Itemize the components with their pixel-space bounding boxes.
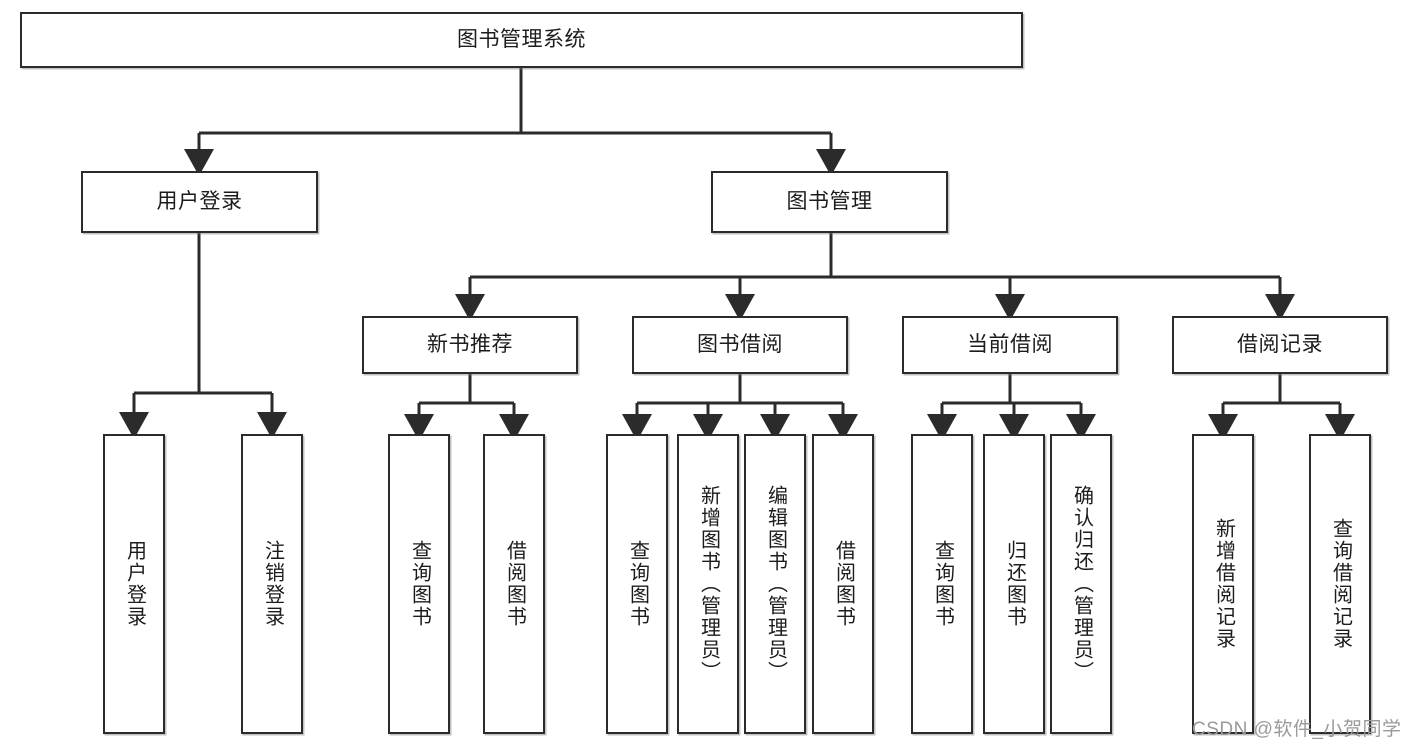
node-leaf-query-book-borrow-label: 查询图书 bbox=[626, 540, 649, 628]
node-leaf-return-book-label: 归还图书 bbox=[1003, 540, 1026, 628]
node-leaf-add-book-label: 新增图书（管理员） bbox=[697, 485, 720, 683]
node-borrow-record-label: 借阅记录 bbox=[1237, 332, 1323, 356]
node-leaf-user-logout-label: 注销登录 bbox=[261, 540, 284, 628]
node-user-login[interactable]: 用户登录 bbox=[81, 171, 318, 233]
node-leaf-query-record[interactable]: 查询借阅记录 bbox=[1309, 434, 1371, 734]
node-current-borrow-label: 当前借阅 bbox=[967, 332, 1053, 356]
node-user-login-label: 用户登录 bbox=[156, 189, 243, 213]
node-book-manage-label: 图书管理 bbox=[786, 189, 873, 213]
node-leaf-edit-book-label: 编辑图书（管理员） bbox=[764, 485, 787, 683]
node-leaf-return-book[interactable]: 归还图书 bbox=[983, 434, 1045, 734]
node-new-book-rec-label: 新书推荐 bbox=[427, 332, 513, 356]
node-leaf-query-book-rec[interactable]: 查询图书 bbox=[388, 434, 450, 734]
node-leaf-borrow-book-rec-label: 借阅图书 bbox=[503, 540, 526, 628]
node-book-borrow-label: 图书借阅 bbox=[697, 332, 783, 356]
node-book-borrow[interactable]: 图书借阅 bbox=[632, 316, 848, 374]
node-leaf-borrow-book-rec[interactable]: 借阅图书 bbox=[483, 434, 545, 734]
node-leaf-query-book-borrow[interactable]: 查询图书 bbox=[606, 434, 668, 734]
node-leaf-add-book[interactable]: 新增图书（管理员） bbox=[677, 434, 739, 734]
node-leaf-query-book-current[interactable]: 查询图书 bbox=[911, 434, 973, 734]
node-leaf-user-logout[interactable]: 注销登录 bbox=[241, 434, 303, 734]
watermark-text: CSDN @软件_小贺同学 bbox=[1192, 719, 1402, 740]
node-leaf-confirm-return[interactable]: 确认归还（管理员） bbox=[1050, 434, 1112, 734]
node-leaf-edit-book[interactable]: 编辑图书（管理员） bbox=[744, 434, 806, 734]
node-leaf-borrow-book[interactable]: 借阅图书 bbox=[812, 434, 874, 734]
node-leaf-borrow-book-label: 借阅图书 bbox=[832, 540, 855, 628]
node-root-label: 图书管理系统 bbox=[457, 27, 586, 51]
node-leaf-query-record-label: 查询借阅记录 bbox=[1329, 518, 1352, 650]
node-leaf-add-record-label: 新增借阅记录 bbox=[1212, 518, 1235, 650]
node-leaf-user-login-label: 用户登录 bbox=[123, 540, 146, 628]
node-leaf-query-book-current-label: 查询图书 bbox=[931, 540, 954, 628]
node-borrow-record[interactable]: 借阅记录 bbox=[1172, 316, 1388, 374]
node-leaf-confirm-return-label: 确认归还（管理员） bbox=[1070, 485, 1093, 683]
node-leaf-query-book-rec-label: 查询图书 bbox=[408, 540, 431, 628]
node-leaf-add-record[interactable]: 新增借阅记录 bbox=[1192, 434, 1254, 734]
node-leaf-user-login[interactable]: 用户登录 bbox=[103, 434, 165, 734]
node-root[interactable]: 图书管理系统 bbox=[20, 12, 1023, 68]
node-new-book-rec[interactable]: 新书推荐 bbox=[362, 316, 578, 374]
node-book-manage[interactable]: 图书管理 bbox=[711, 171, 948, 233]
node-current-borrow[interactable]: 当前借阅 bbox=[902, 316, 1118, 374]
